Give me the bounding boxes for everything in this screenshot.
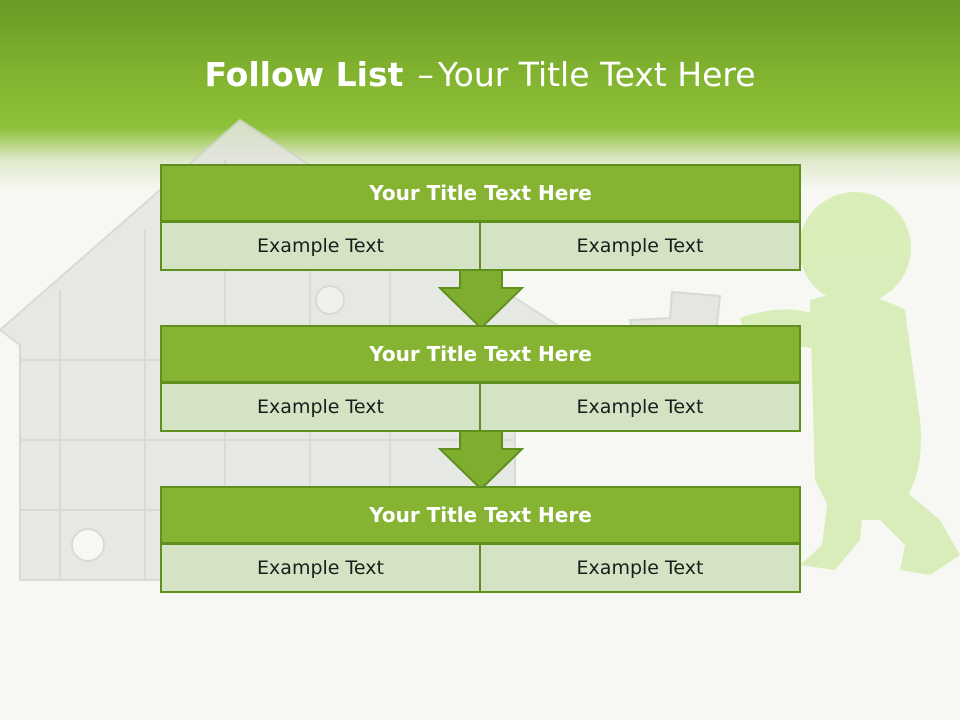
step-title-2: Your Title Text Here [160,325,801,383]
step-2-left-cell: Example Text [160,382,481,432]
step-2-right-cell: Example Text [479,382,801,432]
step-1-left-cell: Example Text [160,221,481,271]
step-3-left-cell: Example Text [160,543,481,593]
step-1-right-cell: Example Text [479,221,801,271]
step-3-right-cell: Example Text [479,543,801,593]
slide-title: Follow List–Your Title Text Here [0,52,960,98]
down-arrow-icon [438,431,524,491]
title-bold: Follow List [204,55,404,94]
step-title-1: Your Title Text Here [160,164,801,222]
down-arrow-icon [438,270,524,330]
step-title-3: Your Title Text Here [160,486,801,544]
title-dash: – [417,55,434,94]
green-figure-image [740,192,960,575]
title-rest: Your Title Text Here [437,55,756,94]
header-band [0,0,960,190]
